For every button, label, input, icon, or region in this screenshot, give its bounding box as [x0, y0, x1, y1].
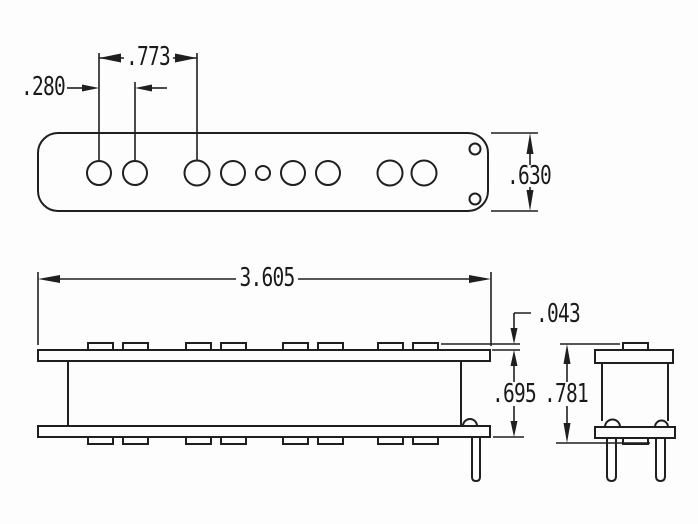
- dim-body-width: [491, 132, 538, 212]
- dim-label-first-pole-offset: .280: [21, 72, 66, 102]
- dim-first-pole-offset: [67, 82, 167, 160]
- dim-label-flatwork-height: .695: [492, 379, 537, 409]
- end-view-eyelet-right: [654, 419, 669, 428]
- pole-holes: [86, 159, 438, 187]
- side-view-terminal-pin: [471, 437, 481, 483]
- top-view-body-outline: [37, 132, 489, 212]
- end-view-bottom-tab: [622, 437, 649, 445]
- side-view-bottom-flatwork: [37, 425, 491, 438]
- dim-label-overall-height: .781: [544, 379, 589, 409]
- end-view-pin-right: [655, 438, 666, 483]
- dim-magnet-protrusion: [441, 312, 531, 351]
- mounting-holes: [468, 142, 482, 206]
- side-view: [37, 342, 491, 483]
- dim-label-body-width: .630: [507, 161, 552, 191]
- end-view: [594, 342, 676, 483]
- dim-label-magnet-protrusion: .043: [536, 299, 581, 329]
- side-view-top-flatwork: [37, 349, 491, 362]
- end-view-pin-left: [606, 438, 617, 483]
- end-view-bottom-flatwork: [594, 426, 676, 439]
- dim-body-length: [37, 272, 492, 346]
- dim-pole-spacing: [98, 53, 198, 160]
- side-view-magnet-tops: [87, 342, 439, 351]
- end-view-top-flatwork: [594, 349, 674, 364]
- dim-label-body-length: 3.605: [239, 263, 296, 293]
- side-view-magnet-bottoms: [87, 436, 439, 445]
- top-view: [37, 132, 489, 212]
- dim-label-pole-spacing: .773: [126, 42, 171, 72]
- end-view-eyelet-left: [604, 418, 621, 428]
- side-view-terminal-eyelet: [462, 418, 478, 427]
- end-view-magnet-top: [622, 342, 649, 351]
- dim-flatwork-height: [493, 350, 524, 438]
